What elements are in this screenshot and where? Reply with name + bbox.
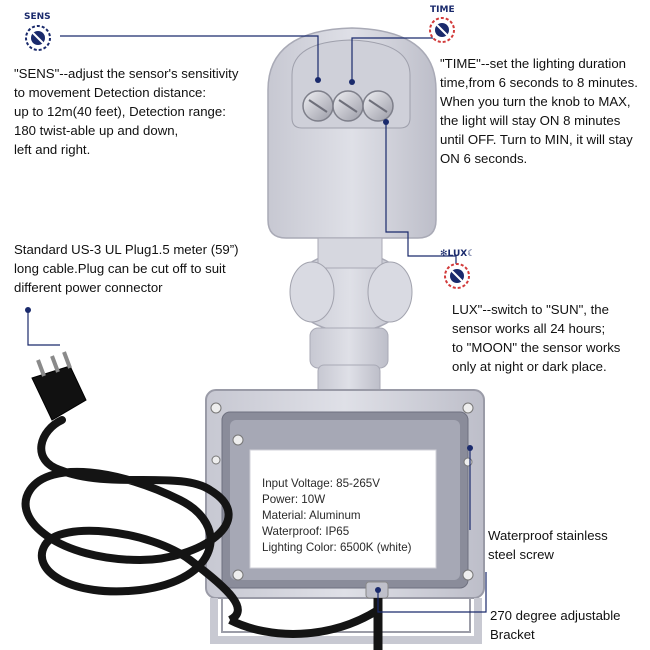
time-icon-label: TIME bbox=[430, 5, 455, 15]
power-cable bbox=[21, 416, 383, 650]
lux-description: LUX"--switch to "SUN", the sensor works … bbox=[452, 302, 621, 374]
cable-description: Standard US-3 UL Plug1.5 meter (59”) lon… bbox=[14, 242, 239, 295]
sens-description: "SENS"--adjust the sensor's sensitivity … bbox=[14, 66, 239, 157]
sens-icon-label: SENS bbox=[24, 12, 51, 22]
leader-dots bbox=[25, 77, 473, 593]
lux-icon-label: ✻LUX☾ bbox=[440, 249, 476, 259]
lux-icon bbox=[444, 263, 470, 289]
plug-icon bbox=[31, 351, 87, 421]
sensor-head bbox=[267, 27, 437, 239]
bracket-description: 270 degree adjustable Bracket bbox=[490, 608, 621, 642]
lamp-body bbox=[205, 389, 485, 599]
screw-description: Waterproof stainless steel screw bbox=[488, 528, 608, 562]
time-description: "TIME"--set the lighting duration time,f… bbox=[440, 56, 638, 166]
leader-lines bbox=[27, 25, 487, 613]
time-knob[interactable] bbox=[332, 90, 364, 122]
sens-icon bbox=[25, 25, 51, 51]
lux-knob[interactable] bbox=[362, 90, 394, 122]
sens-knob[interactable] bbox=[302, 90, 334, 122]
time-icon bbox=[429, 17, 455, 43]
spec-label: Input Voltage: 85-265V Power: 10W Materi… bbox=[262, 477, 412, 554]
